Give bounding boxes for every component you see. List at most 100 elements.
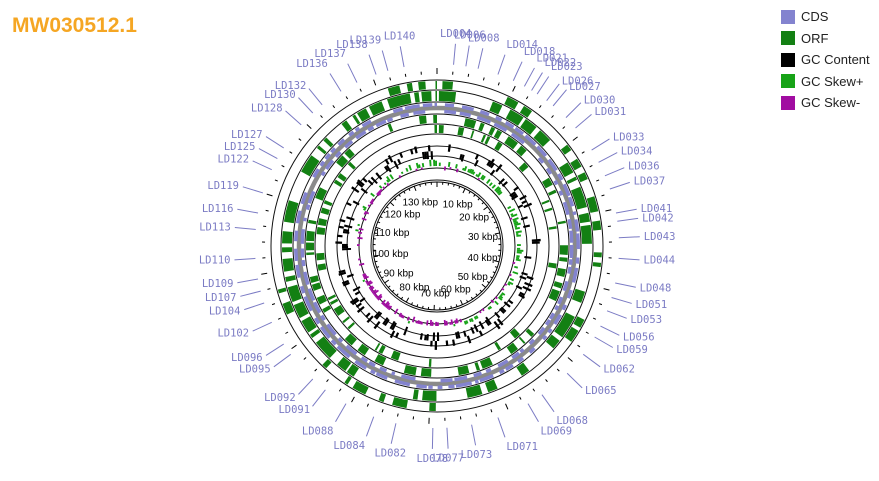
cds-feature [305,204,311,211]
scale-tick [462,188,466,194]
gc-content-bar [484,319,491,327]
gene-label-leader [335,403,347,423]
scale-tick [422,305,424,309]
orf-feature [544,207,553,213]
gc-skew-minus-bar [481,308,485,312]
position-tick [373,79,377,86]
gc-skew-plus-bar [383,182,387,186]
position-tick [306,124,312,129]
orf-feature [414,92,420,103]
cds-feature [537,156,545,164]
gc-skew-plus-bar [499,295,504,299]
gc-skew-plus-bar [435,160,437,167]
genome-title: MW030512.1 [12,14,137,37]
gc-skew-minus-bar [417,320,420,324]
cds-feature [459,111,472,118]
orf-feature [309,329,321,339]
gc-content-bar [524,281,533,288]
gc-skew-minus-bar [445,320,448,326]
scale-tick-label: 30 kbp [468,232,498,243]
gc-skew-plus-bar [488,182,493,187]
gene-label-leader [609,181,630,190]
cds-feature [548,312,556,320]
orf-feature [560,144,572,155]
cds-feature [558,190,564,196]
gene-label: LD042 [642,212,674,224]
cds-feature [474,379,479,384]
scale-tick [494,266,498,268]
scale-tick [468,191,471,194]
gc-skew-minus-bar [371,289,377,294]
scale-tick-label: 40 kbp [468,253,498,264]
position-tick [271,303,276,306]
gene-label-leader [594,336,614,348]
orf-feature [406,82,414,92]
position-tick [545,379,548,383]
gc-content-bar [355,302,362,308]
gc-skew-minus-bar [376,293,383,300]
cds-feature [314,317,321,325]
scale-tick [394,197,397,201]
position-tick [467,73,470,77]
gc-skew-minus-bar [443,166,447,171]
position-tick [274,179,278,182]
track-ring [292,101,582,391]
gene-label: LD078 [416,453,448,465]
orf-feature [282,231,293,244]
gc-skew-plus-bar [468,318,472,323]
orf-feature [308,219,317,225]
position-tick [605,209,612,212]
orf-feature [346,363,360,377]
gene-label-leader [381,50,389,71]
cds-feature [557,173,564,181]
gc-skew-minus-bar [358,227,364,231]
gc-skew-minus-bar [379,188,383,192]
gc-content-bar [474,159,479,167]
gene-label-leader [242,186,264,194]
orf-feature [592,262,602,268]
position-tick [277,317,282,320]
orf-feature [315,336,337,358]
gc-skew-minus-bar [494,296,498,300]
cds-feature [528,346,536,354]
gc-content-bar [521,199,527,205]
gene-label: LD138 [336,39,368,51]
gc-content-bar [373,321,381,330]
orf-feature [333,304,345,316]
cds-feature [575,257,580,264]
cds-feature [567,266,572,274]
gc-content-bar [349,297,359,304]
gc-content-bar [510,192,518,199]
orf-feature [518,162,529,173]
gc-skew-plus-bar [453,323,456,327]
gc-content-bar [489,169,496,176]
gc-skew-plus-bar [421,163,425,168]
cds-feature [479,373,494,383]
gc-skew-plus-bar [512,217,519,221]
scale-tick [493,221,497,224]
position-tick [598,303,603,306]
position-tick [351,396,355,403]
gc-content-bar [382,317,389,325]
gc-content-bar [385,164,392,173]
orf-feature [282,301,295,315]
orf-feature [541,177,553,189]
gene-label-leader [298,378,314,395]
gc-skew-minus-bar [478,310,482,314]
gc-content-bar [524,256,532,259]
gc-skew-minus-bar [420,321,424,325]
gene-label-leader [546,83,560,102]
gene-label: LD136 [296,58,328,70]
cds-feature [536,145,548,158]
gene-label: LD116 [202,203,234,215]
gene-label: LD041 [641,203,673,215]
gc-skew-plus-bar [477,172,482,178]
cds-feature [354,359,368,370]
gene-label-leader [399,46,405,68]
gene-label: LD137 [314,48,346,60]
gene-label: LD104 [209,305,241,317]
orf-feature [311,282,322,291]
gc-content-bar [341,279,350,285]
cds-feature [567,218,573,230]
gc-content-bar [367,179,374,186]
